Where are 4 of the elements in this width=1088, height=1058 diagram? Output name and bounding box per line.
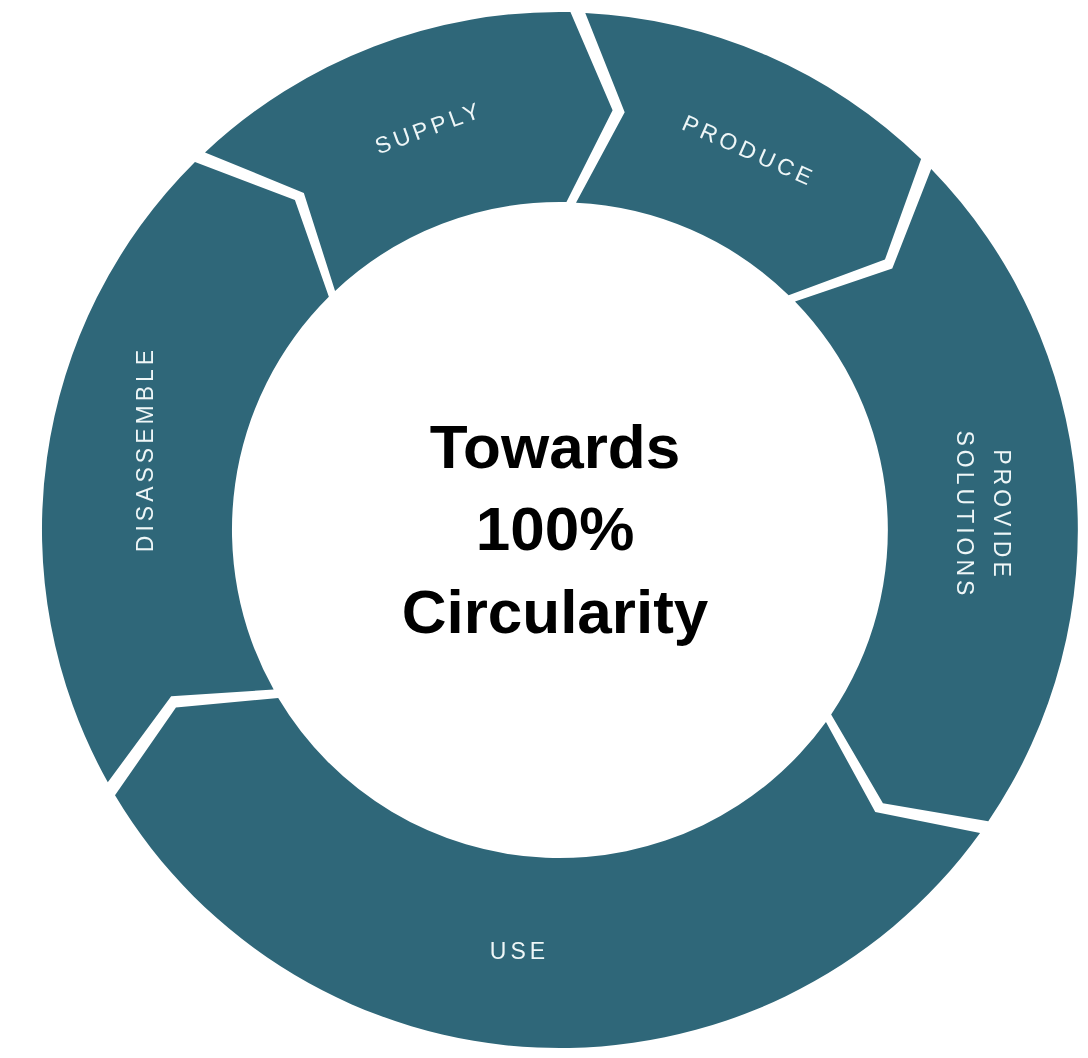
segment-label: USE [488,936,551,966]
segment-label: DISASSEMBLE [130,345,159,555]
segment-label: PROVIDE SOLUTIONS [950,429,1016,602]
center-heading: Towards 100% Circularity [400,411,710,649]
